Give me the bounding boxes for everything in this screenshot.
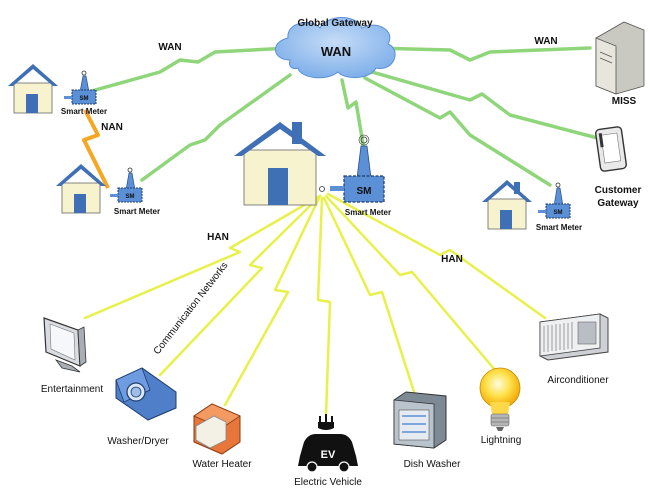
smart-meter-main: SM Smart Meter (319, 134, 391, 217)
global-gateway-title: Global Gateway (297, 18, 372, 29)
wan-link-right-house (363, 76, 552, 187)
han-links (83, 192, 547, 417)
han-label-right: HAN (441, 254, 463, 265)
ev-badge: EV (321, 449, 336, 461)
house-left-top (8, 64, 58, 114)
wan-link-mid-house (140, 73, 292, 182)
wan-links (86, 46, 607, 187)
nan-label: NAN (101, 122, 123, 133)
customer-gateway-device: Customer Gateway (595, 126, 642, 209)
wan-label-left: WAN (158, 42, 181, 53)
smart-meter-caption: Smart Meter (536, 223, 582, 232)
smart-meter-code: SM (80, 96, 89, 102)
washer-dryer: Washer/Dryer (107, 367, 177, 447)
air-conditioner: Airconditioner (539, 313, 609, 386)
smart-meter-caption: Smart Meter (114, 207, 160, 216)
han-link-washer (158, 194, 322, 377)
house-mid-left (56, 164, 106, 214)
house-right (482, 180, 532, 230)
cloud-label: WAN (321, 44, 351, 59)
water-heater: Water Heater (192, 403, 252, 470)
wan-label-right: WAN (534, 36, 557, 47)
han-link-aircon (326, 192, 547, 320)
han-link-water-heater (223, 194, 322, 407)
han-label-left: HAN (207, 232, 229, 243)
smart-meter-mid-left: SM Smart Meter (110, 167, 160, 216)
smart-meter-code: SM (554, 210, 563, 216)
wan-link-customer-gateway (370, 70, 607, 142)
han-link-ev (316, 196, 332, 417)
electric-vehicle-label: Electric Vehicle (294, 477, 362, 488)
house-main (234, 122, 326, 206)
customer-gateway-label-line1: Customer (595, 185, 642, 196)
han-link-entertainment (83, 194, 322, 320)
wan-link-left-house (86, 46, 292, 94)
electric-vehicle: EV Electric Vehicle (294, 414, 362, 488)
wan-link-miss (368, 46, 592, 62)
smart-meter-right: SM Smart Meter (536, 182, 582, 232)
smart-meter-caption: Smart Meter (345, 208, 391, 217)
entertainment-monitor: Entertainment (41, 317, 103, 395)
han-link-lightning (324, 194, 497, 372)
main-meter-code: SM (357, 186, 372, 197)
light-bulb: Lightning (479, 367, 522, 446)
dish-washer: Dish Washer (393, 391, 462, 470)
water-heater-label: Water Heater (192, 459, 252, 470)
wan-link-main-meter (340, 78, 366, 152)
washer-dryer-label: Washer/Dryer (107, 436, 169, 447)
entertainment-label: Entertainment (41, 384, 103, 395)
customer-gateway-label-line2: Gateway (597, 198, 639, 209)
dish-washer-label: Dish Washer (404, 459, 462, 470)
nan-link (82, 109, 110, 189)
lightning-label: Lightning (481, 435, 522, 446)
wan-cloud: WAN (275, 17, 396, 79)
smart-meter-code: SM (126, 194, 135, 200)
miss-label: MISS (612, 96, 637, 107)
han-link-dish-washer (322, 196, 417, 397)
smart-meter-caption: Smart Meter (61, 107, 107, 116)
air-conditioner-label: Airconditioner (547, 375, 609, 386)
smart-meter-top-left: SM Smart Meter (61, 70, 107, 116)
miss-server: MISS (595, 21, 645, 107)
